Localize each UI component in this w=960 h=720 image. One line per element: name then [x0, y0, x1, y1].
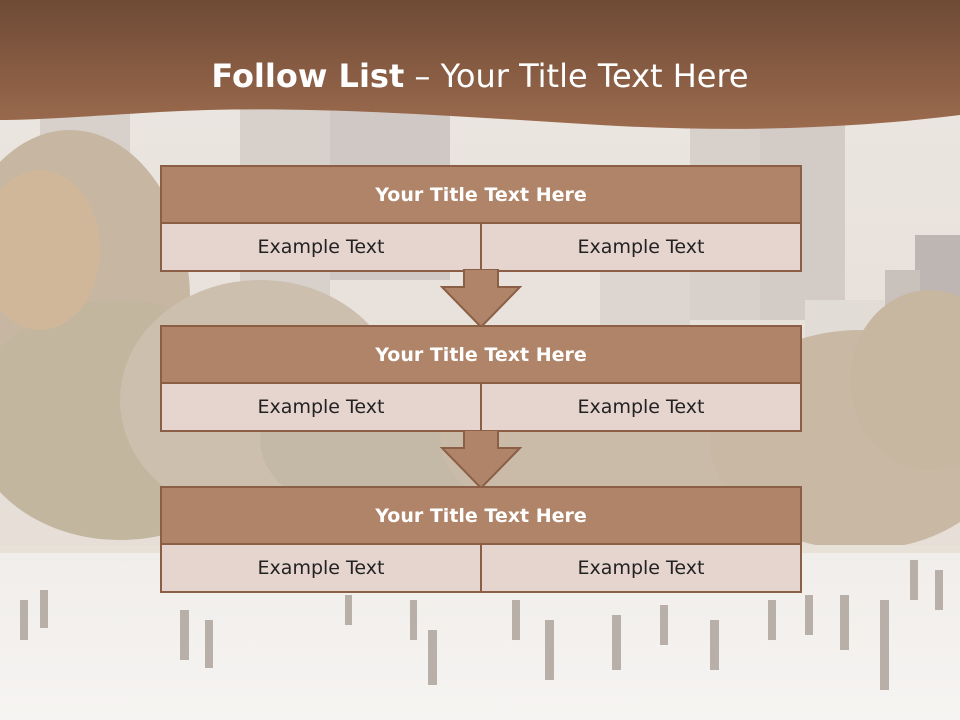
title-rest: – Your Title Text Here	[404, 57, 749, 95]
block-row: Example Text Example Text	[160, 222, 802, 272]
block-cell-left: Example Text	[257, 236, 385, 258]
block-cell-right: Example Text	[480, 384, 800, 430]
block-title: Your Title Text Here	[160, 486, 802, 543]
block-title: Your Title Text Here	[160, 165, 802, 222]
header-banner	[0, 0, 960, 129]
block-cell-right: Example Text	[480, 545, 800, 591]
block-cell-left: Example Text	[257, 396, 385, 418]
block-title: Your Title Text Here	[160, 325, 802, 382]
title-bold: Follow List	[211, 57, 405, 95]
down-arrow-icon	[440, 430, 522, 490]
page-title: Follow List – Your Title Text Here	[0, 56, 960, 96]
list-block: Your Title Text Here Example Text Exampl…	[160, 486, 802, 593]
block-cell-right: Example Text	[480, 224, 800, 270]
block-row: Example Text Example Text	[160, 382, 802, 432]
list-block: Your Title Text Here Example Text Exampl…	[160, 165, 802, 272]
list-block: Your Title Text Here Example Text Exampl…	[160, 325, 802, 432]
block-cell-left: Example Text	[257, 557, 385, 579]
down-arrow-icon	[440, 269, 522, 329]
block-row: Example Text Example Text	[160, 543, 802, 593]
